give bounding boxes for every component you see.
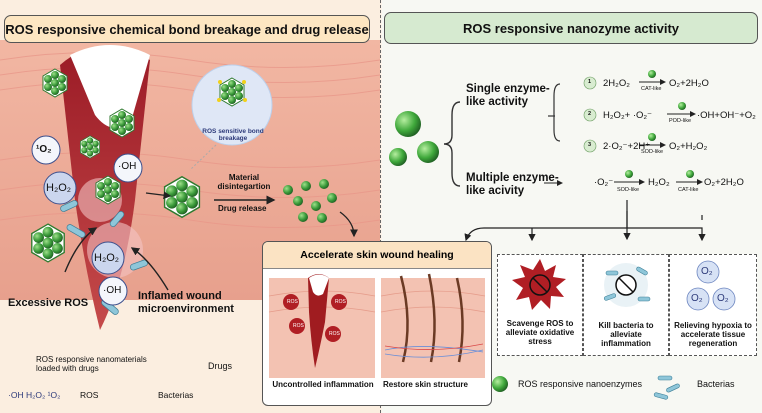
- legend-ros-species: ·OH H₂O₂ ¹O₂: [8, 390, 61, 400]
- multi-end: O₂+2H₂O: [704, 177, 744, 188]
- healing-illustration: [268, 273, 486, 378]
- healing-title-bar: Accelerate skin wound healing: [263, 242, 491, 269]
- oh-label-2: ·OH: [103, 285, 122, 296]
- drug-release-label: Drug release: [218, 204, 267, 213]
- reaction-1-left: 2H₂O₂: [603, 78, 630, 89]
- ros-sensitive-label: ROS sensitive bond breakage: [202, 128, 264, 142]
- panel-divider: [380, 0, 381, 413]
- ros-tag-2: ROS: [335, 299, 346, 305]
- effect-hypoxia-text: Relieving hypoxia to accelerate tissue r…: [674, 321, 752, 349]
- multi-enzyme-2: CAT-like: [678, 187, 699, 193]
- reaction-1-number: 1: [588, 79, 592, 85]
- legend-bacterias-label: Bacterias: [158, 390, 194, 400]
- reaction-2-right: ·OH+OH⁻+O₂: [697, 110, 756, 121]
- o2-label-1: O₂: [701, 266, 713, 277]
- reaction-2-left: H₂O₂+ ·O₂⁻: [603, 110, 653, 121]
- ros-tag-4: ROS: [329, 331, 340, 337]
- multiple-activity-label: Multiple enzyme-like acivity: [466, 172, 559, 198]
- effect-kill-text: Kill bacteria to alleviate inflammation: [598, 321, 654, 349]
- oh-label-1: ·OH: [118, 161, 137, 172]
- reaction-3-enzyme: SOD-like: [641, 149, 664, 155]
- nanozyme-tree: [389, 70, 706, 242]
- reaction-3-number: 3: [588, 142, 592, 148]
- o2-label-2: O₂: [691, 293, 703, 304]
- excessive-ros-label: Excessive ROS: [8, 297, 89, 309]
- cluster: [42, 68, 68, 98]
- multi-start: ·O₂⁻: [594, 177, 614, 188]
- right-title-text: ROS responsive nanozyme activity: [462, 20, 680, 36]
- inflamed-label: Inflamed wound microenvironment: [138, 290, 234, 315]
- ros-tag-3: ROS: [293, 323, 304, 329]
- reaction-3-right: O₂+H₂O₂: [669, 141, 708, 152]
- legend-bacterias-right-label: Bacterias: [697, 379, 735, 389]
- reaction-1-enzyme: CAT-like: [641, 86, 662, 92]
- healing-box: Accelerate skin wound healing ROS ROS RO…: [262, 241, 492, 406]
- legend-nanoenzymes-label: ROS responsive nanoenzymes: [518, 379, 643, 389]
- right-title: ROS responsive nanozyme activity: [384, 12, 758, 44]
- material-label: Material disintegartion: [217, 173, 271, 192]
- multi-mid: H₂O₂: [648, 177, 670, 188]
- effect-scavenge-text: Scavenge ROS to alleviate oxidative stre…: [505, 319, 575, 347]
- kill-bacteria-icon: [603, 263, 651, 307]
- legend-ros-label: ROS: [80, 390, 99, 400]
- restore-label: Restore skin structure: [383, 380, 468, 389]
- reaction-2-enzyme: POD-like: [669, 118, 692, 124]
- single-activity-label: Single enzyme-like activity: [466, 83, 550, 109]
- effect-box-kill: Kill bacteria to alleviate inflammation: [583, 254, 669, 356]
- nanomaterial-clusters: [31, 64, 358, 315]
- ros-tag-1: ROS: [287, 299, 298, 305]
- healing-title: Accelerate skin wound healing: [300, 249, 454, 261]
- legend-nanomaterials-label: ROS responsive nanomaterials loaded with…: [36, 355, 147, 374]
- multi-enzyme-1: SOD-like: [617, 187, 640, 193]
- left-title-text: ROS responsive chemical bond breakage an…: [5, 21, 369, 37]
- legend-drugs-label: Drugs: [208, 361, 233, 371]
- reaction-1-right: O₂+2H₂O: [669, 78, 709, 89]
- h2o2-label-2: H₂O₂: [94, 252, 120, 264]
- uncontrolled-label: Uncontrolled inflammation: [272, 380, 374, 389]
- right-legend-graphics: [492, 375, 680, 400]
- reaction-3-left: 2·O₂⁻+2H⁺: [603, 141, 651, 152]
- left-title: ROS responsive chemical bond breakage an…: [4, 15, 370, 43]
- o2-label-3: O₂: [717, 293, 729, 304]
- o2-singlet-label: ¹O₂: [36, 144, 52, 155]
- reaction-2-number: 2: [588, 111, 592, 117]
- effect-box-hypoxia: O₂ O₂ O₂ Relieving hypoxia to accelerate…: [669, 254, 757, 356]
- ros-burst-icon: [512, 259, 566, 310]
- h2o2-label-1: H₂O₂: [46, 182, 72, 194]
- effect-box-scavenge: Scavenge ROS to alleviate oxidative stre…: [497, 254, 583, 356]
- o2-bubbles-icon: [686, 260, 736, 311]
